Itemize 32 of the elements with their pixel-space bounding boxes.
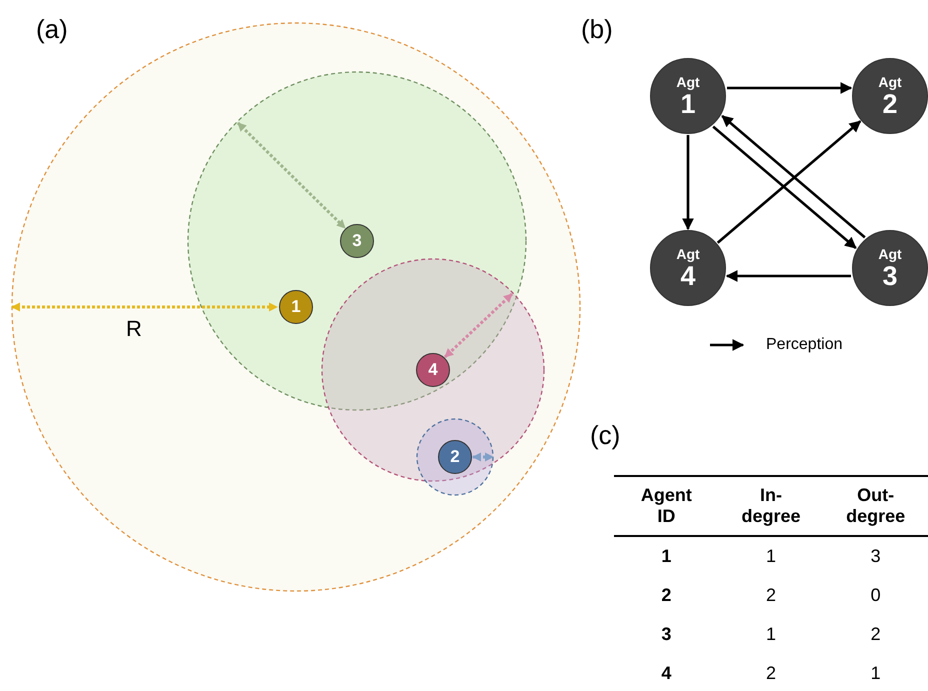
node-number: 2 [882, 90, 898, 118]
table-value: 1 [766, 624, 776, 644]
panel-label: (b) [581, 14, 613, 45]
table-value: 2 [870, 624, 881, 644]
row-header: 1 [661, 546, 672, 566]
agent-node [852, 230, 928, 306]
arrow [682, 135, 694, 230]
table-value: 1 [766, 546, 776, 566]
radius-label: R [126, 316, 142, 342]
node-label: Agt [676, 246, 700, 262]
node-label: Agt [676, 74, 700, 90]
arrow [726, 270, 851, 282]
node-label: Agt [878, 74, 902, 90]
node-label: Agt [878, 246, 902, 262]
legend-label: Perception [766, 336, 842, 354]
node-number: 4 [680, 262, 696, 290]
column-header: In- degree [740, 485, 801, 527]
table-value: 1 [870, 663, 881, 683]
table-value: 2 [766, 585, 776, 605]
column-header: Out- degree [846, 485, 906, 527]
node-number: 3 [882, 262, 898, 290]
table-value: 3 [870, 546, 881, 566]
row-header: 4 [661, 663, 672, 683]
panel-label: (c) [590, 420, 620, 451]
panel-label: (a) [36, 14, 68, 45]
row-header: 2 [661, 585, 672, 605]
column-header: Agent ID [640, 485, 693, 527]
table-value: 0 [870, 585, 881, 605]
node-number: 1 [680, 90, 696, 118]
table-value: 2 [766, 663, 776, 683]
row-header: 3 [661, 624, 672, 644]
arrow [727, 82, 852, 94]
